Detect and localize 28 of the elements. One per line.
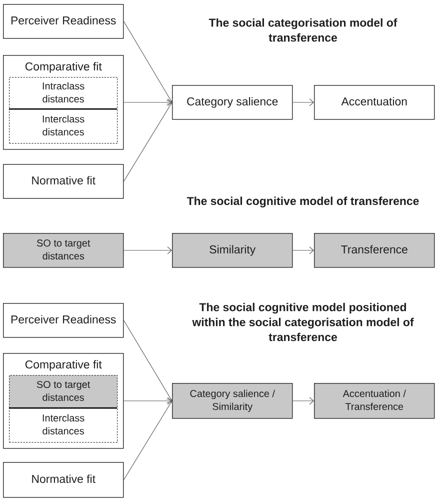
- section-title: The social cognitive model positioned within the social categorisation model of transference: [192, 302, 414, 342]
- section-title: The social cognitive model of transference: [186, 196, 419, 208]
- box: Transference: [314, 233, 435, 268]
- arrow: [123, 400, 173, 480]
- box: Category salience / Similarity: [172, 383, 293, 419]
- section-title: The social categorisation model of transference: [208, 18, 398, 42]
- box: Accentuation / Transference: [314, 383, 435, 419]
- box: Accentuation: [314, 85, 435, 120]
- box: Normative fit: [3, 462, 124, 498]
- box: Similarity: [172, 233, 293, 268]
- arrow: [123, 21, 174, 102]
- arrow: [123, 397, 172, 405]
- dashed-box: Interclass distances: [9, 109, 118, 144]
- box: Perceiver Readiness: [3, 303, 124, 338]
- box: Perceiver Readiness: [3, 4, 124, 39]
- dashed-box: SO to target distances: [9, 375, 118, 409]
- box: SO to target distances: [3, 233, 124, 268]
- dashed-box: Interclass distances: [9, 408, 118, 443]
- box: Category salience: [172, 85, 293, 120]
- arrow: [292, 397, 314, 405]
- box: Normative fit: [3, 164, 124, 199]
- arrow: [123, 102, 173, 182]
- arrow: [123, 320, 174, 401]
- arrow: [292, 246, 314, 254]
- arrow: [123, 98, 172, 106]
- dashed-box: Intraclass distances: [9, 77, 118, 110]
- arrow: [292, 98, 314, 106]
- arrow: [123, 246, 172, 254]
